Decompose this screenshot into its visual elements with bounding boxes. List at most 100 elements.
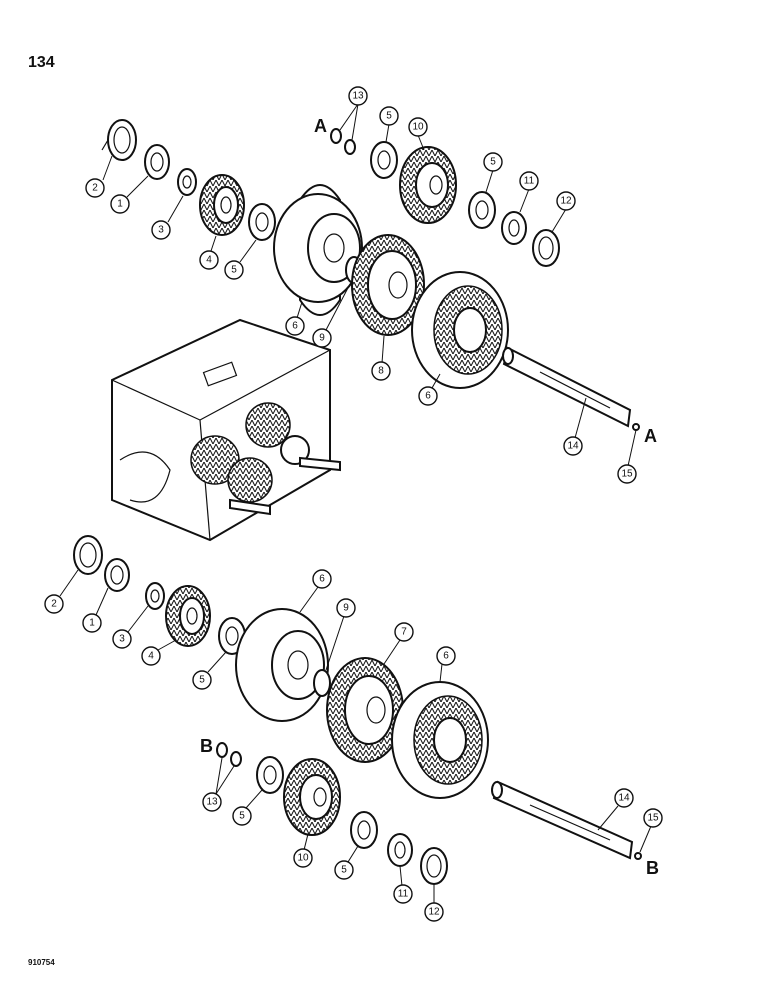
callout-4-upper: 4 bbox=[199, 235, 219, 270]
callout-11-lower: 11 bbox=[393, 865, 413, 904]
callout-10-lower: 10 bbox=[293, 833, 313, 868]
gear-10-upper bbox=[399, 146, 457, 224]
bearing-5-upper-a bbox=[248, 203, 276, 241]
callout-8-upper: 8 bbox=[371, 335, 391, 381]
callout-1-upper: 1 bbox=[110, 175, 149, 214]
callout-5-lower-c: 5 bbox=[334, 845, 359, 880]
svg-text:7: 7 bbox=[401, 627, 407, 638]
bearing-5-lower-c bbox=[350, 811, 378, 849]
callout-12-upper: 12 bbox=[551, 191, 576, 233]
svg-text:6: 6 bbox=[319, 574, 325, 585]
gear-10-lower bbox=[283, 758, 341, 836]
bearing-5-upper-b bbox=[370, 141, 398, 179]
transmission-housing bbox=[111, 318, 341, 542]
callout-12-lower: 12 bbox=[424, 884, 444, 922]
svg-text:8: 8 bbox=[378, 366, 384, 377]
bearing-5-upper-c bbox=[468, 191, 496, 229]
gear-8-upper bbox=[351, 234, 425, 336]
callout-5-upper-a: 5 bbox=[224, 239, 257, 280]
callout-6-upper-b: 6 bbox=[418, 373, 441, 406]
clutch-drum-6-lower-a bbox=[235, 608, 329, 722]
callout-5-upper-c: 5 bbox=[483, 152, 503, 193]
svg-text:5: 5 bbox=[490, 157, 496, 168]
bearing-cone-11-lower bbox=[387, 833, 413, 867]
svg-text:3: 3 bbox=[119, 634, 125, 645]
callouts-lower: 2 1 3 4 5 6 9 bbox=[44, 569, 663, 922]
svg-text:14: 14 bbox=[618, 793, 630, 804]
svg-text:11: 11 bbox=[524, 176, 535, 187]
svg-text:2: 2 bbox=[92, 183, 98, 194]
svg-text:4: 4 bbox=[206, 255, 212, 266]
callout-5-upper-b: 5 bbox=[379, 106, 399, 143]
svg-text:6: 6 bbox=[425, 391, 431, 402]
figure-code: 910754 bbox=[28, 958, 55, 967]
callout-13-lower: 13 bbox=[202, 757, 235, 812]
callout-1-lower: 1 bbox=[82, 587, 109, 633]
washer-3-upper bbox=[177, 168, 197, 196]
shaft-14-lower bbox=[491, 780, 634, 860]
bearing-5-lower-b bbox=[256, 756, 284, 794]
reference-mark-a-bottom: A bbox=[644, 426, 657, 446]
clutch-drum-6-upper-a bbox=[273, 184, 363, 316]
lower-assembly bbox=[73, 535, 642, 885]
callout-11-upper: 11 bbox=[519, 171, 539, 213]
bearing-cone-1-lower bbox=[104, 558, 130, 592]
bearing-cup-2-upper bbox=[101, 119, 137, 161]
callout-7-lower: 7 bbox=[383, 622, 414, 665]
callout-3-upper: 3 bbox=[151, 195, 184, 240]
callout-6-lower-b: 6 bbox=[436, 646, 456, 683]
ring-9-lower bbox=[313, 669, 331, 697]
svg-text:5: 5 bbox=[341, 865, 347, 876]
svg-text:9: 9 bbox=[343, 603, 349, 614]
upper-assembly bbox=[101, 119, 640, 431]
bearing-cup-12-lower bbox=[420, 847, 448, 885]
svg-text:13: 13 bbox=[352, 91, 364, 102]
svg-text:14: 14 bbox=[567, 441, 579, 452]
callout-9-lower: 9 bbox=[325, 598, 356, 671]
gear-4-lower bbox=[165, 585, 211, 647]
ball-15-upper bbox=[632, 423, 640, 431]
reference-mark-b-top: B bbox=[200, 736, 213, 756]
callout-4-lower: 4 bbox=[141, 639, 177, 666]
svg-text:12: 12 bbox=[560, 196, 572, 207]
page-number: 134 bbox=[28, 54, 55, 71]
gear-7-lower bbox=[326, 657, 404, 763]
svg-text:13: 13 bbox=[206, 797, 218, 808]
reference-mark-b-bottom: B bbox=[646, 858, 659, 878]
callout-3-lower: 3 bbox=[112, 605, 149, 649]
reference-mark-a-top: A bbox=[314, 116, 327, 136]
svg-text:3: 3 bbox=[158, 225, 164, 236]
svg-text:5: 5 bbox=[239, 811, 245, 822]
bearing-cup-12-upper bbox=[532, 229, 560, 267]
callouts-upper: 13 5 10 5 11 12 bbox=[85, 86, 637, 484]
svg-text:1: 1 bbox=[117, 199, 123, 210]
svg-text:11: 11 bbox=[398, 889, 409, 900]
svg-text:2: 2 bbox=[51, 599, 57, 610]
svg-text:5: 5 bbox=[199, 675, 205, 686]
svg-text:5: 5 bbox=[386, 111, 392, 122]
callout-14-lower: 14 bbox=[597, 788, 634, 831]
callout-2-lower: 2 bbox=[44, 569, 79, 614]
shaft-14-upper bbox=[502, 346, 632, 428]
svg-text:4: 4 bbox=[148, 651, 154, 662]
callout-10-upper: 10 bbox=[408, 117, 428, 151]
callout-14-upper: 14 bbox=[563, 397, 587, 456]
bearing-cup-2-lower bbox=[73, 535, 103, 575]
callout-6-lower-a: 6 bbox=[299, 569, 332, 613]
svg-text:5: 5 bbox=[231, 265, 237, 276]
svg-text:10: 10 bbox=[297, 853, 309, 864]
svg-text:6: 6 bbox=[443, 651, 449, 662]
clutch-pack-6-upper-b bbox=[411, 271, 509, 389]
svg-text:15: 15 bbox=[621, 469, 633, 480]
bearing-cone-1-upper bbox=[144, 144, 170, 180]
callout-13-upper: 13 bbox=[339, 86, 368, 141]
callout-6-upper-a: 6 bbox=[285, 301, 305, 336]
callout-5-lower-b: 5 bbox=[232, 789, 263, 826]
svg-text:12: 12 bbox=[428, 907, 440, 918]
callout-5-lower-a: 5 bbox=[192, 651, 227, 690]
callout-2-upper: 2 bbox=[85, 155, 113, 198]
washer-3-lower bbox=[145, 582, 165, 610]
svg-text:9: 9 bbox=[319, 333, 325, 344]
